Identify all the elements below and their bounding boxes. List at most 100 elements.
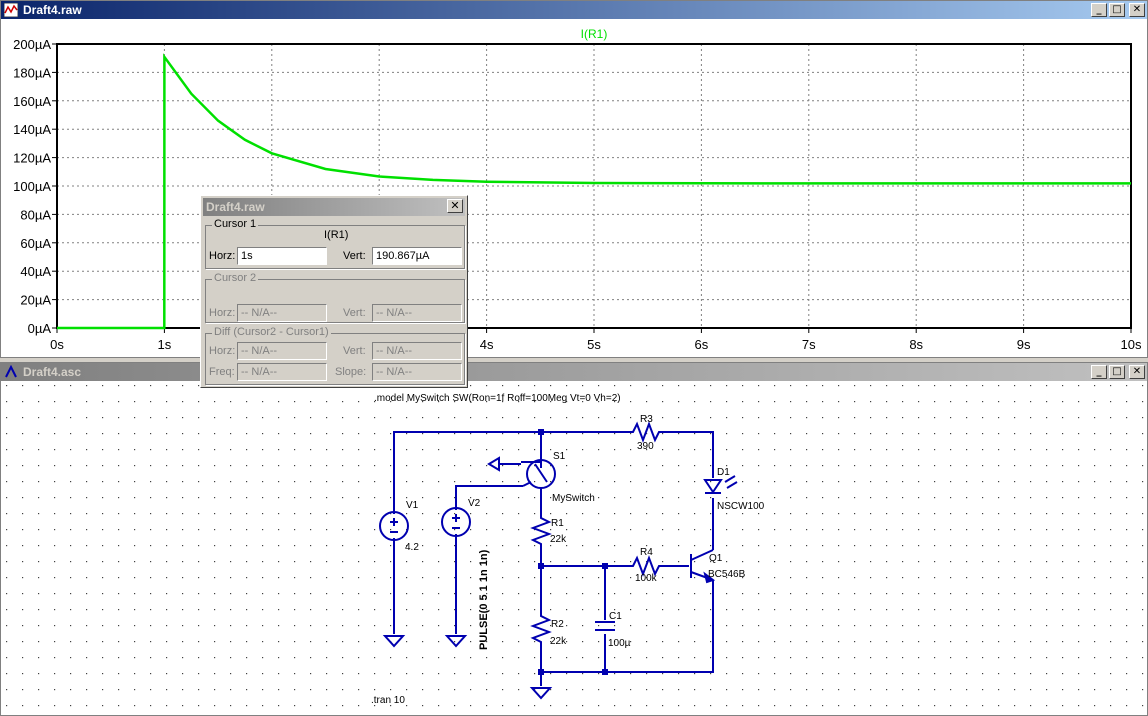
q1-name: Q1: [709, 553, 723, 564]
cursor1-group-label: Cursor 1: [212, 218, 259, 230]
x-tick-label: 4s: [480, 337, 494, 352]
cursor2-group: Cursor 2 Horz: -- N/A-- Vert: -- N/A--: [205, 272, 465, 323]
cursor2-vert-field[interactable]: -- N/A--: [372, 304, 462, 322]
s1-value: MySwitch: [552, 493, 595, 504]
model-directive[interactable]: .model MySwitch SW(Ron=1f Roff=100Meg Vt…: [374, 393, 621, 404]
cursor-dialog-title: Draft4.raw: [206, 200, 265, 214]
diff-slope-label: Slope:: [335, 366, 367, 378]
diff-vert-label: Vert:: [343, 345, 366, 357]
close-button[interactable]: ✕: [1129, 3, 1145, 17]
cursor1-vert-label: Vert:: [343, 250, 366, 262]
waveform-window-title: Draft4.raw: [23, 3, 82, 17]
cursor-dialog-close-button[interactable]: ✕: [447, 199, 463, 213]
x-tick-label: 10s: [1121, 337, 1142, 352]
cursor1-horz-field[interactable]: 1s: [237, 247, 327, 265]
v1-value: 4.2: [405, 542, 419, 553]
v2-source[interactable]: [441, 507, 471, 537]
d1-name: D1: [717, 467, 730, 478]
x-tick-label: 7s: [802, 337, 816, 352]
d1-led[interactable]: [703, 475, 738, 494]
y-tick-label: 0µA: [28, 321, 52, 336]
waveform-app-icon: [4, 3, 18, 17]
diff-horz-field[interactable]: -- N/A--: [237, 342, 327, 360]
r1-value: 22k: [550, 534, 567, 545]
schematic-maximize-button[interactable]: □: [1109, 365, 1125, 379]
y-tick-label: 60µA: [20, 236, 51, 251]
y-tick-label: 200µA: [13, 37, 51, 52]
diff-slope-field[interactable]: -- N/A--: [372, 363, 462, 381]
y-tick-label: 100µA: [13, 179, 51, 194]
c1-name: C1: [609, 611, 622, 622]
r2-value: 22k: [550, 636, 567, 647]
r2-name: R2: [551, 619, 564, 630]
r3-value: 390: [637, 441, 654, 452]
r4-name: R4: [640, 547, 653, 558]
schematic-titlebar[interactable]: Draft4.asc _ □ ✕: [1, 363, 1147, 381]
v1-name: V1: [406, 500, 419, 511]
x-tick-label: 0s: [50, 337, 64, 352]
diff-freq-field[interactable]: -- N/A--: [237, 363, 327, 381]
trace-label[interactable]: I(R1): [581, 27, 608, 41]
q1-transistor[interactable]: [690, 549, 716, 584]
r4-value: 100k: [635, 573, 658, 584]
ground-symbols: [382, 635, 553, 700]
s1-name: S1: [553, 451, 566, 462]
tran-directive[interactable]: .tran 10: [371, 695, 405, 706]
r3-name: R3: [640, 414, 653, 425]
x-tick-label: 1s: [158, 337, 172, 352]
cursor2-group-label: Cursor 2: [212, 272, 259, 284]
v1-source[interactable]: [379, 511, 409, 541]
diff-horz-label: Horz:: [209, 345, 236, 357]
diff-freq-label: Freq:: [209, 366, 235, 378]
y-tick-label: 80µA: [20, 207, 51, 222]
cursor1-trace-name: I(R1): [324, 229, 349, 241]
schematic-close-button[interactable]: ✕: [1129, 365, 1145, 379]
v2-name: V2: [468, 498, 481, 509]
schematic-app-icon: [5, 365, 17, 378]
r3-resistor[interactable]: [629, 421, 663, 443]
y-tick-label: 160µA: [13, 94, 51, 109]
r2-resistor[interactable]: [530, 612, 552, 646]
r1-resistor[interactable]: [530, 514, 552, 548]
y-tick-label: 140µA: [13, 122, 51, 137]
x-tick-label: 9s: [1017, 337, 1031, 352]
cursor-dialog: Draft4.raw ✕ Cursor 1 I(R1) Horz: 1s Ver…: [200, 195, 468, 388]
cursor1-horz-label: Horz:: [209, 250, 236, 262]
junction-dots: [538, 429, 608, 675]
series-line-i-r1[interactable]: [57, 53, 1131, 330]
y-tick-label: 40µA: [20, 264, 51, 279]
y-tick-label: 120µA: [13, 151, 51, 166]
q1-value: BC546B: [708, 569, 746, 580]
r4-resistor[interactable]: [629, 555, 663, 577]
schematic-window-title: Draft4.asc: [23, 365, 82, 379]
waveform-titlebar[interactable]: Draft4.raw _ □ ✕: [1, 1, 1147, 19]
waveform-plot[interactable]: I(R1) 200µA 180µA 160µA 140µA 120µA 100µA 80µA…: [1, 20, 1147, 356]
cursor2-horz-field[interactable]: -- N/A--: [237, 304, 327, 322]
cursor2-vert-label: Vert:: [343, 307, 366, 319]
waveform-window: Draft4.raw _ □ ✕ I(R1) 200µA 180µA 160µA 14…: [0, 0, 1148, 358]
r1-name: R1: [551, 518, 564, 529]
diff-group-label: Diff (Cursor2 - Cursor1): [212, 326, 331, 338]
schematic-minimize-button[interactable]: _: [1091, 365, 1107, 379]
maximize-button[interactable]: □: [1109, 3, 1125, 17]
schematic-canvas[interactable]: .model MySwitch SW(Ron=1f Roff=100Meg Vt…: [1, 382, 1147, 714]
schematic-window: Draft4.asc _ □ ✕ .model MySwitch SW(Ron=…: [0, 362, 1148, 716]
c1-value: 100µ: [608, 638, 631, 649]
diff-group: Diff (Cursor2 - Cursor1) Horz: -- N/A-- …: [205, 326, 465, 385]
x-tick-label: 8s: [909, 337, 923, 352]
cursor-dialog-titlebar[interactable]: Draft4.raw ✕: [203, 198, 465, 216]
x-tick-label: 6s: [695, 337, 709, 352]
minimize-button[interactable]: _: [1091, 3, 1107, 17]
diff-vert-field[interactable]: -- N/A--: [372, 342, 462, 360]
s1-switch[interactable]: [487, 456, 556, 489]
c1-capacitor[interactable]: [595, 621, 615, 631]
cursor1-group: Cursor 1 I(R1) Horz: 1s Vert: 190.867µA: [205, 218, 465, 269]
cursor2-horz-label: Horz:: [209, 307, 236, 319]
y-tick-label: 20µA: [20, 293, 51, 308]
x-tick-label: 5s: [587, 337, 601, 352]
v2-value: PULSE(0 5 1 1n 1n): [478, 549, 490, 650]
wires[interactable]: [393, 431, 714, 686]
y-tick-label: 180µA: [13, 65, 51, 80]
d1-value: NSCW100: [717, 501, 765, 512]
cursor1-vert-field[interactable]: 190.867µA: [372, 247, 462, 265]
